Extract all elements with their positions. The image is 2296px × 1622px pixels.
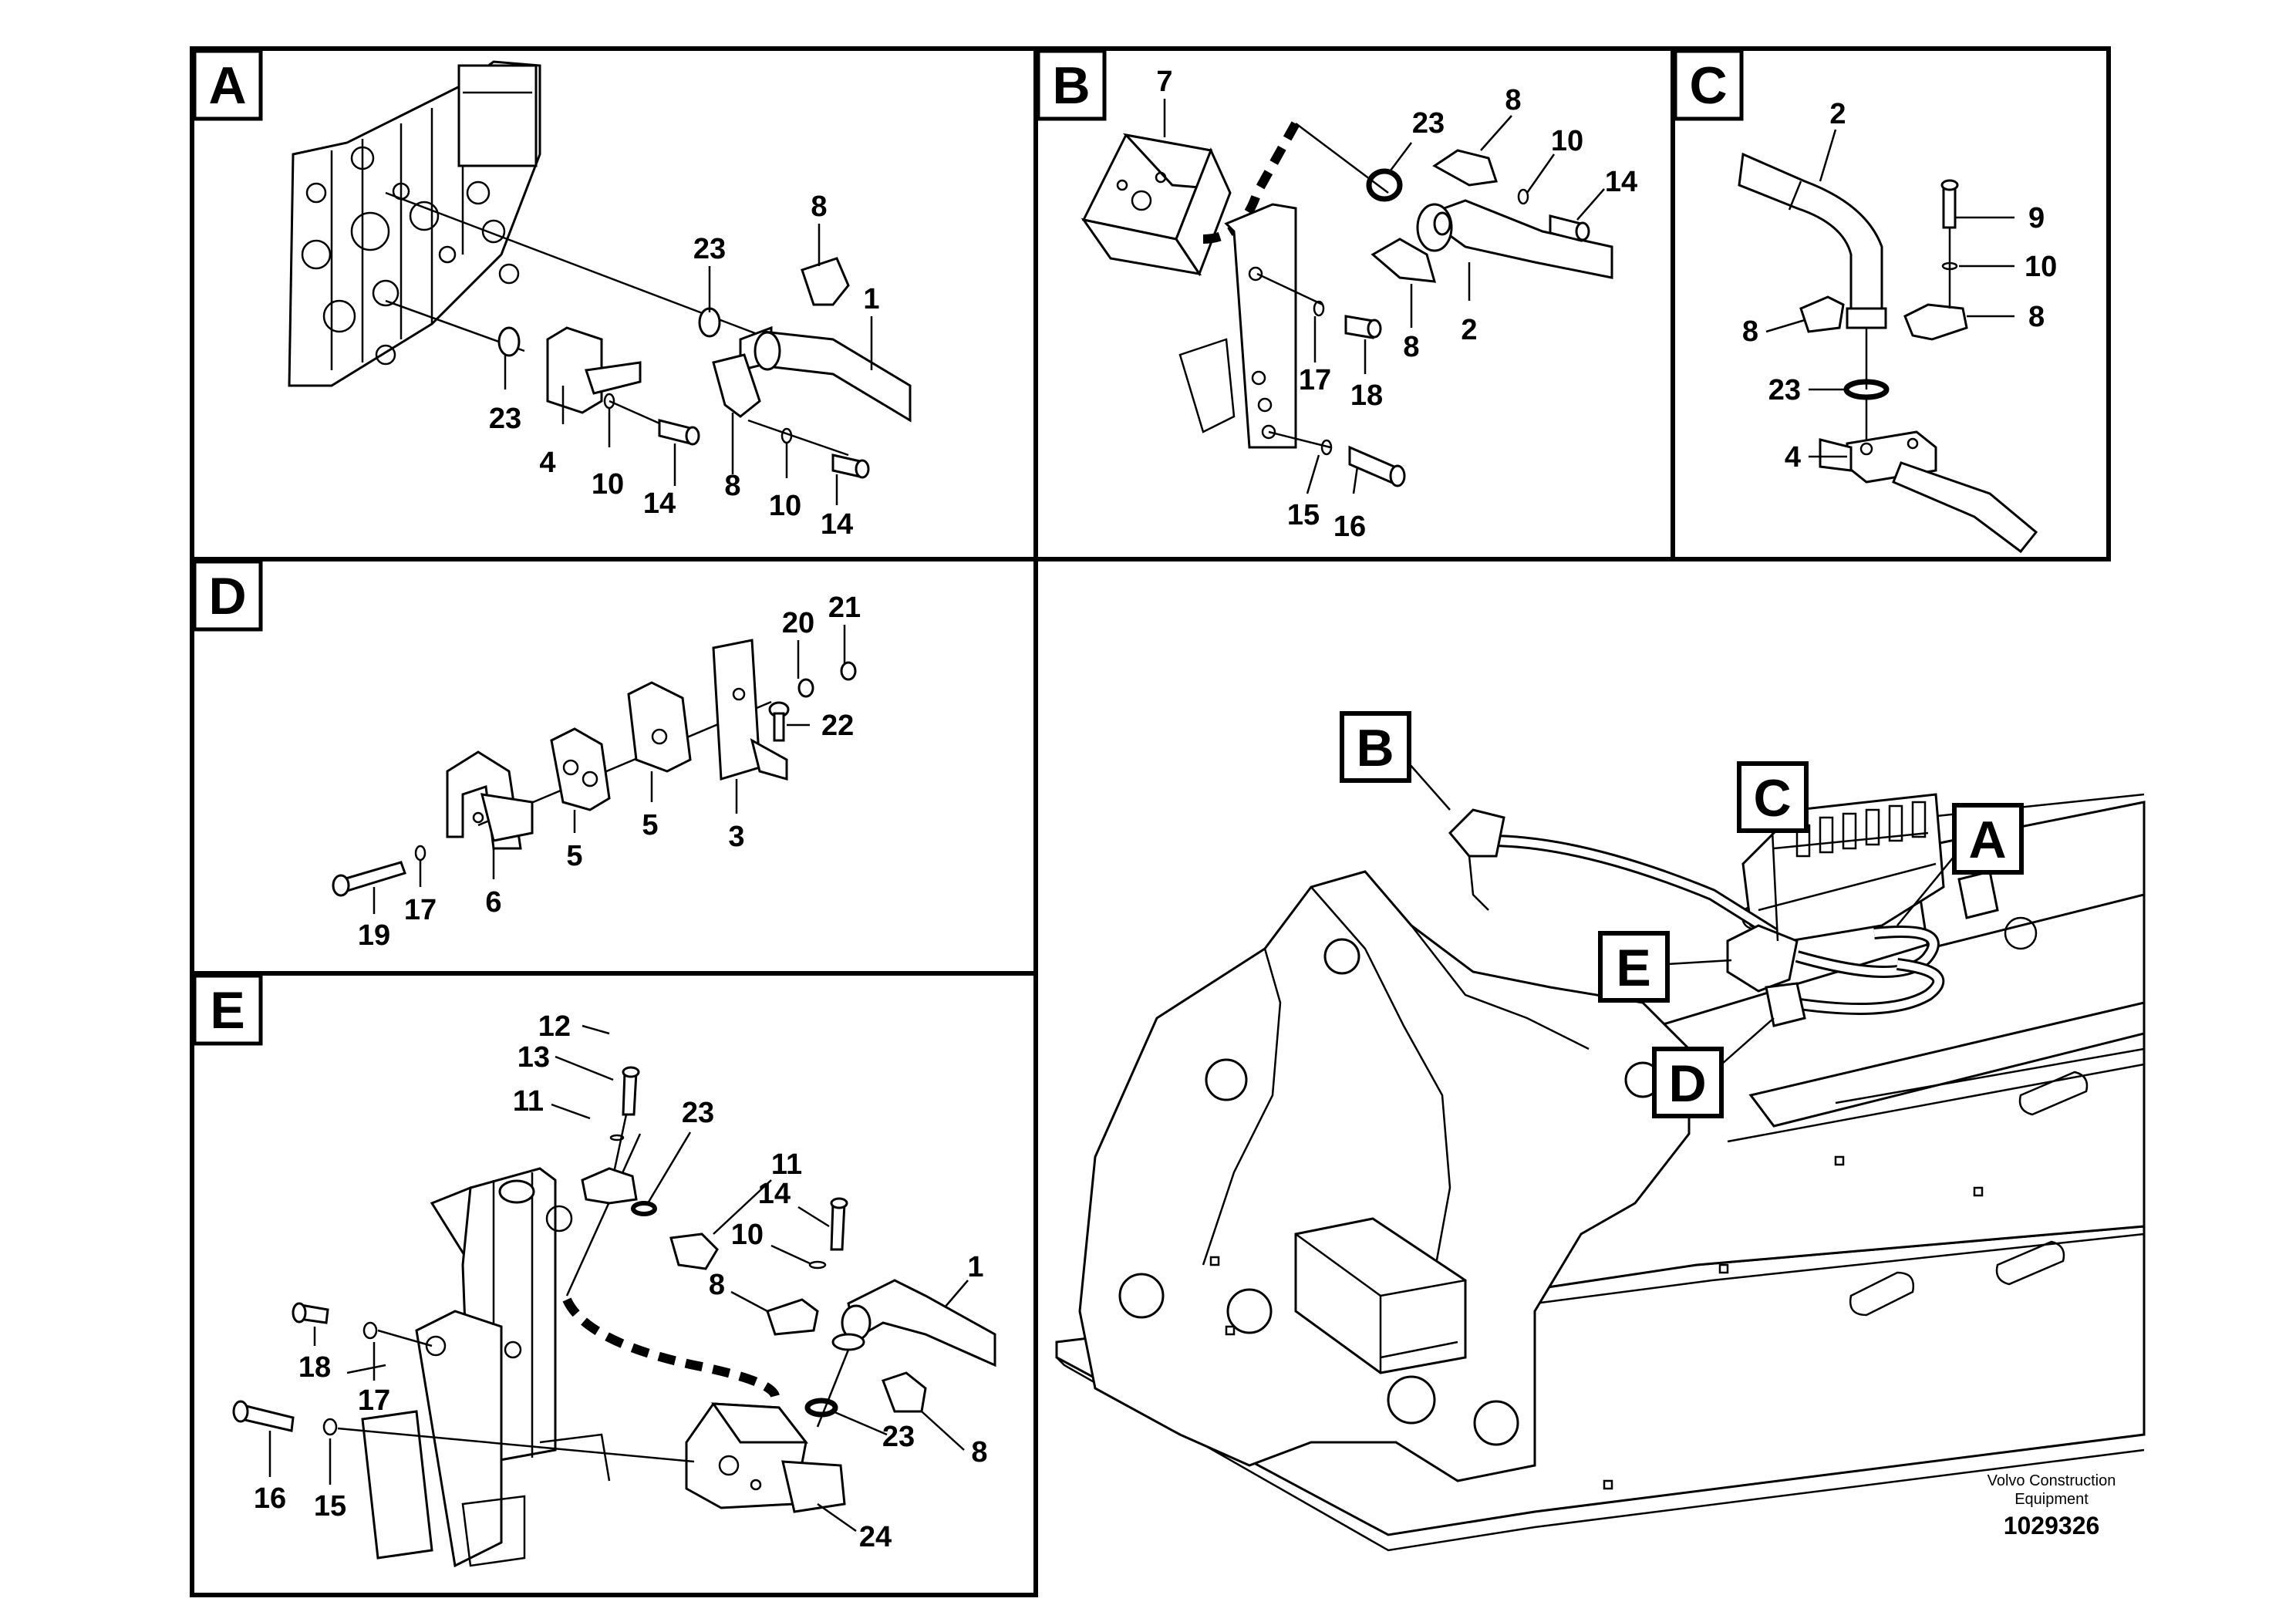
callout-A-8b: 8 [724, 470, 740, 502]
panel-C-labels: 2 9 10 8 8 23 4 [1742, 98, 2057, 474]
callout-E-11: 11 [513, 1085, 544, 1118]
panel-B-drawing [1081, 99, 1613, 494]
callout-D-5: 5 [566, 840, 582, 872]
overview-callout-B: B [1340, 711, 1451, 811]
callout-D-6: 6 [485, 886, 501, 919]
callout-A-8: 8 [811, 191, 827, 223]
panel-E-drawing [232, 1024, 996, 1568]
callout-E-10: 10 [731, 1219, 764, 1251]
panel-E-labels: 12 13 11 23 11 14 10 8 1 18 17 16 15 23 … [254, 1010, 988, 1553]
callout-E-8: 8 [709, 1269, 725, 1301]
callout-A-14b: 14 [821, 508, 853, 541]
panel-C-letter: C [1689, 56, 1727, 115]
callout-B-7: 7 [1156, 66, 1172, 98]
panel-A-letter-box: A [192, 49, 263, 121]
callout-B-15: 15 [1287, 499, 1320, 531]
callout-A-10: 10 [592, 468, 624, 501]
callout-D-19: 19 [358, 919, 390, 952]
drawing-number: 1029326 [2003, 1512, 2100, 1539]
svg-text:B: B [1356, 719, 1394, 777]
callout-E-13: 13 [518, 1041, 550, 1074]
callout-C-2: 2 [1829, 98, 1846, 130]
callout-E-11b: 11 [771, 1148, 802, 1181]
callout-E-14: 14 [758, 1178, 791, 1210]
callout-A-4: 4 [539, 447, 555, 479]
overview-callout-E: E [1598, 931, 1732, 1003]
callout-C-8b: 8 [2028, 301, 2045, 333]
panel-B-letter-box: B [1036, 49, 1107, 121]
svg-text:C: C [1753, 769, 1791, 828]
callout-B-10: 10 [1551, 125, 1583, 157]
callout-D-22: 22 [821, 710, 854, 742]
panel-D-labels: 20 21 22 5 5 3 6 19 17 [358, 592, 861, 952]
panel-A-drawing [288, 60, 912, 505]
callout-E-1: 1 [967, 1251, 983, 1283]
callout-A-10b: 10 [769, 490, 801, 522]
callout-E-8b: 8 [971, 1436, 987, 1469]
callout-E-12: 12 [538, 1010, 571, 1043]
panel-A-labels: 8 23 1 23 4 10 14 8 10 14 [489, 191, 880, 541]
callout-B-16: 16 [1333, 511, 1366, 543]
company-line-1: Volvo Construction [1987, 1472, 2116, 1489]
callout-D-3: 3 [728, 821, 744, 853]
panel-B-letter: B [1052, 56, 1090, 115]
callout-D-17: 17 [404, 894, 437, 926]
svg-text:E: E [1616, 939, 1650, 997]
panel-B-labels: 7 23 8 10 14 17 18 8 2 15 16 [1156, 66, 1637, 543]
callout-B-2: 2 [1461, 314, 1477, 346]
panel-C-letter-box: C [1673, 49, 1744, 121]
callout-E-23: 23 [682, 1097, 714, 1129]
panel-E-letter: E [210, 981, 244, 1040]
callout-B-8b: 8 [1403, 331, 1419, 363]
overview-callout-C: C [1737, 761, 1809, 942]
callout-A-23: 23 [693, 233, 726, 265]
panel-D-drawing [332, 625, 857, 914]
svg-text:A: A [1968, 811, 2006, 869]
callout-D-21: 21 [828, 592, 861, 624]
callout-E-18: 18 [298, 1351, 331, 1384]
panel-C-drawing [1738, 129, 2038, 554]
panel-D-letter: D [208, 567, 246, 626]
callout-E-16: 16 [254, 1482, 286, 1515]
callout-E-17: 17 [358, 1384, 390, 1417]
callout-A-1: 1 [863, 283, 879, 315]
callout-A-14: 14 [643, 487, 676, 520]
callout-C-10: 10 [2025, 251, 2057, 283]
overview-callout-D: D [1652, 1017, 1775, 1118]
callout-B-23: 23 [1412, 107, 1445, 140]
callout-B-17: 17 [1299, 364, 1331, 396]
callout-C-9: 9 [2028, 202, 2045, 234]
panel-E-letter-box: E [192, 973, 263, 1046]
machine-overview: B C A E D [1055, 711, 2146, 1552]
callout-E-24: 24 [859, 1521, 892, 1553]
callout-E-23b: 23 [882, 1421, 915, 1453]
overview-callout-A: A [1896, 803, 2024, 926]
callout-C-4: 4 [1785, 441, 1801, 474]
callout-D-20: 20 [782, 607, 814, 639]
callout-C-8: 8 [1742, 315, 1758, 348]
callout-E-15: 15 [314, 1490, 346, 1523]
panel-D-letter-box: D [192, 559, 263, 632]
company-line-2: Equipment [2014, 1491, 2089, 1508]
callout-B-18: 18 [1350, 379, 1383, 412]
footer-company: Volvo Construction Equipment [1967, 1472, 2136, 1509]
panel-A-letter: A [208, 56, 246, 115]
svg-text:D: D [1668, 1054, 1706, 1113]
callout-B-8: 8 [1505, 84, 1521, 116]
panel-frames [190, 46, 2111, 1597]
callout-B-14: 14 [1605, 166, 1637, 198]
callout-D-5b: 5 [642, 809, 658, 841]
callout-A-23b: 23 [489, 403, 521, 435]
callout-C-23: 23 [1768, 374, 1801, 406]
